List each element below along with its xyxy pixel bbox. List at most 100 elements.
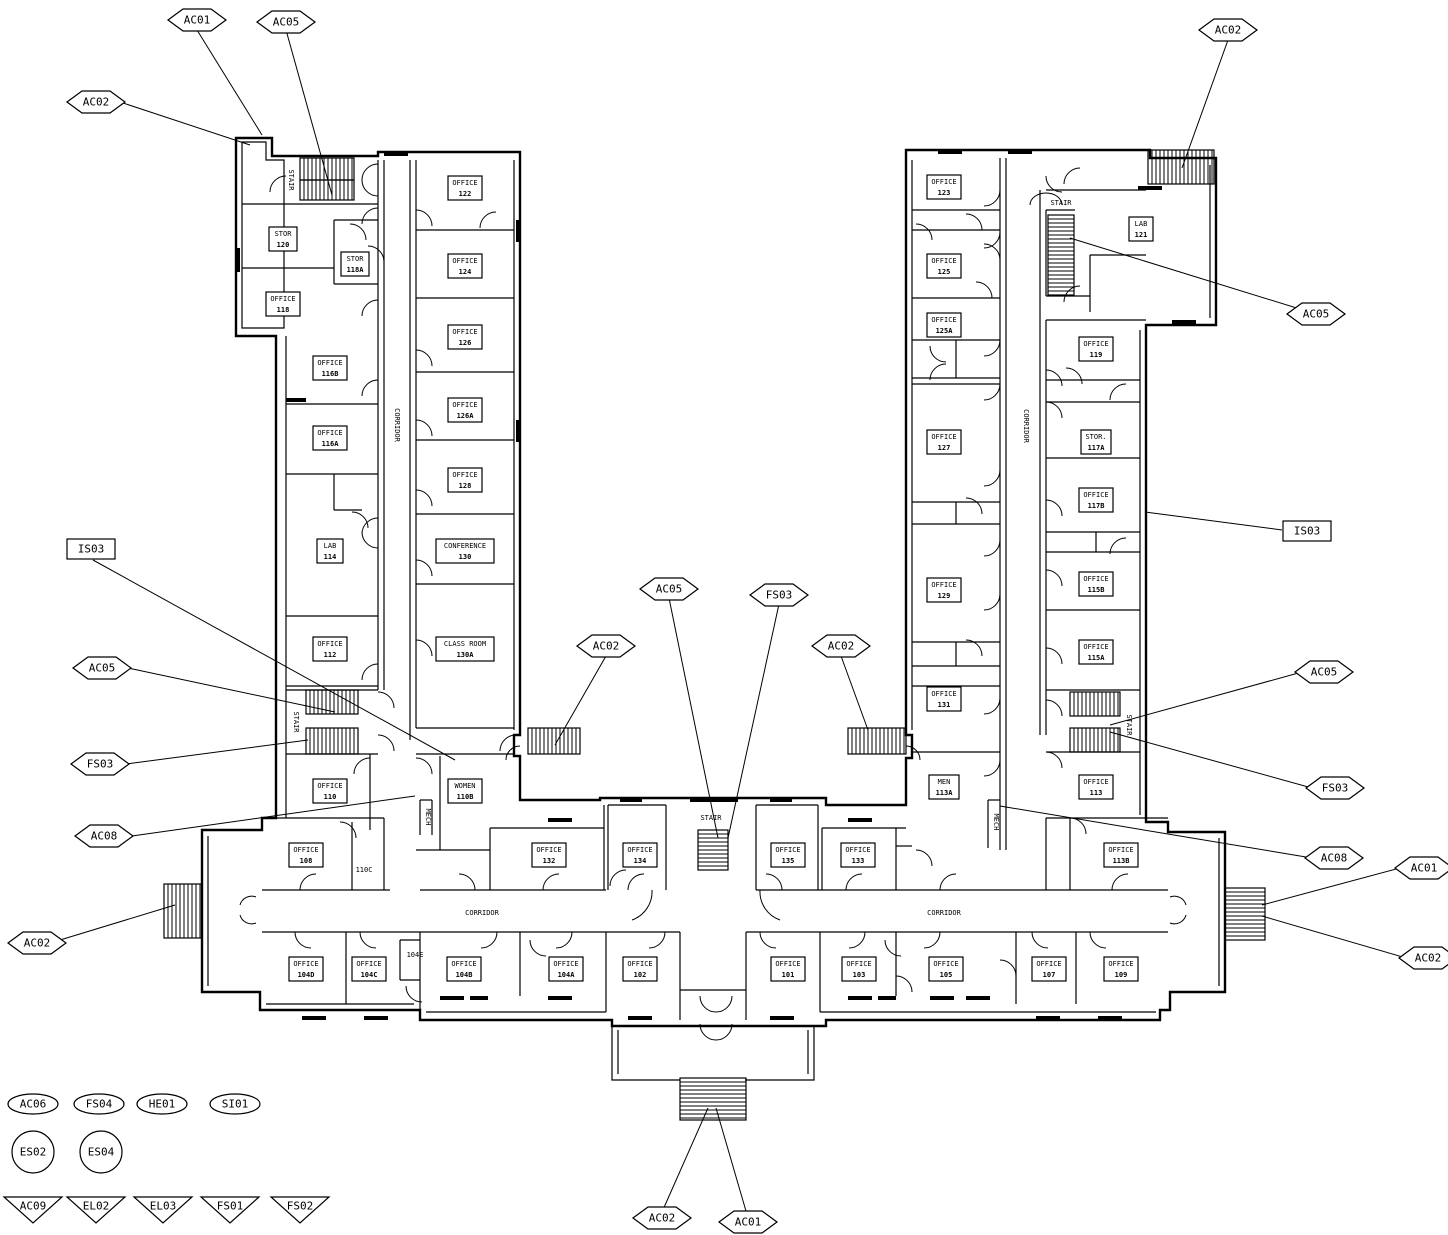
room-label: STOR: [347, 255, 365, 263]
area-label: STAIR: [700, 814, 722, 822]
room-number: 129: [938, 592, 951, 600]
callout-ac02: AC02: [1397, 946, 1448, 970]
callout-code: AC05: [1311, 666, 1338, 679]
room-number: 118A: [347, 266, 365, 274]
legend-code: AC06: [20, 1098, 47, 1111]
room-label: OFFICE: [452, 328, 477, 336]
room-number: 113: [1090, 789, 1103, 797]
callout-code: AC02: [1415, 952, 1442, 965]
legend-code: FS01: [217, 1200, 244, 1213]
room-label: STOR.: [1085, 433, 1106, 441]
room-label: STOR: [275, 230, 293, 238]
room-113: OFFICE 113: [1078, 774, 1114, 800]
legend-code: AC09: [20, 1200, 47, 1213]
callout-is03: IS03: [1282, 520, 1332, 542]
room-label: OFFICE: [293, 960, 318, 968]
area-label: MECH: [424, 809, 432, 826]
room-label: CONFERENCE: [444, 542, 486, 550]
callout-code: AC05: [273, 16, 300, 29]
room-label: OFFICE: [931, 581, 956, 589]
room-label: OFFICE: [931, 690, 956, 698]
room-number: 116A: [322, 440, 340, 448]
callout-ac05: AC05: [638, 577, 700, 601]
callout-code: IS03: [1294, 525, 1321, 538]
room-label: OFFICE: [931, 257, 956, 265]
room-number: 104C: [361, 971, 378, 979]
callout-fs03: FS03: [69, 752, 131, 776]
callout-code: AC02: [649, 1212, 676, 1225]
room-115a: OFFICE 115A: [1078, 639, 1114, 665]
callout-ac05: AC05: [255, 10, 317, 34]
legend-si01: SI01: [209, 1093, 261, 1115]
area-label: MECH: [992, 814, 1000, 831]
room-number: 115A: [1088, 654, 1106, 662]
room-labels: OFFICE122OFFICE124OFFICE126OFFICE126AOFF…: [265, 174, 1154, 982]
callout-code: AC01: [735, 1216, 762, 1229]
callout-ac02: AC02: [65, 90, 127, 114]
room-label: OFFICE: [627, 960, 652, 968]
room-number: 104A: [558, 971, 576, 979]
door-swings: [239, 163, 1187, 1041]
legend-ac06: AC06: [7, 1093, 59, 1115]
callout-ac02: AC02: [575, 634, 637, 658]
room-label: WOMEN: [454, 782, 475, 790]
stair-runs: [163, 149, 1266, 1121]
area-label: CORRIDOR: [465, 909, 500, 917]
room-label: OFFICE: [317, 359, 342, 367]
legend-fs02: FS02: [269, 1196, 331, 1224]
room-label: OFFICE: [931, 433, 956, 441]
room-number: 134: [634, 857, 647, 865]
callout-code: AC01: [1411, 862, 1438, 875]
callout-code: AC08: [1321, 852, 1348, 865]
room-number: 120: [277, 241, 290, 249]
room-label: OFFICE: [931, 178, 956, 186]
legend-code: FS02: [287, 1200, 314, 1213]
stair-treads: [167, 150, 1265, 1119]
room-label: OFFICE: [1083, 778, 1108, 786]
legend-code: ES02: [20, 1146, 47, 1159]
legend-es04: ES04: [79, 1130, 123, 1174]
area-label: STAIR: [1050, 199, 1072, 207]
room-number: 117B: [1088, 502, 1105, 510]
callout-code: FS03: [87, 758, 114, 771]
room-label: CLASS ROOM: [444, 640, 486, 648]
callout-code: AC05: [656, 583, 683, 596]
room-number: 107: [1043, 971, 1056, 979]
room-number: 108: [300, 857, 313, 865]
callout-code: AC02: [593, 640, 620, 653]
callout-code: AC02: [1215, 24, 1242, 37]
legend-el02: EL02: [65, 1196, 127, 1224]
callout-ac02: AC02: [810, 634, 872, 658]
room-number: 131: [938, 701, 951, 709]
room-label: OFFICE: [1083, 643, 1108, 651]
callout-code: FS03: [766, 589, 793, 602]
legend-code: EL02: [83, 1200, 110, 1213]
area-label: CORRIDOR: [927, 909, 962, 917]
callout-ac01: AC01: [166, 8, 228, 32]
room-number: 121: [1135, 231, 1148, 239]
room-label: OFFICE: [270, 295, 295, 303]
callout-ac08: AC08: [1303, 846, 1365, 870]
callout-ac02: AC02: [6, 931, 68, 955]
legend-es02: ES02: [11, 1130, 55, 1174]
room-label: LAB: [324, 542, 337, 550]
